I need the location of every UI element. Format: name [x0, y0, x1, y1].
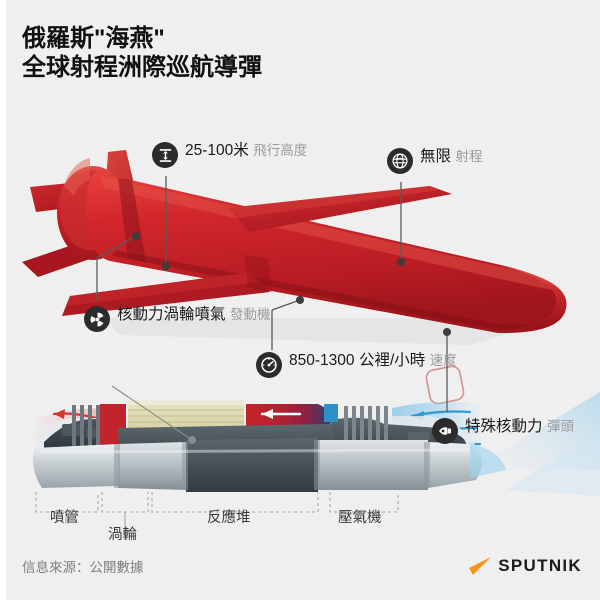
callout-engine: 核動力渦輪噴氣 發動機: [84, 306, 270, 332]
radiation-icon: [84, 306, 110, 332]
part-label-nozzle: 噴管: [50, 510, 79, 526]
title-line-1: 俄羅斯"海燕": [22, 25, 165, 52]
sputnik-arrow-icon: [469, 557, 492, 575]
speedometer-icon: [256, 352, 282, 378]
callout-text: 特殊核動力 彈頭: [465, 418, 574, 436]
callout-value: 核動力渦輪噴氣: [117, 306, 226, 323]
sputnik-wordmark: SPUTNIK: [498, 556, 582, 575]
callout-text: 無限 射程: [420, 148, 482, 166]
altitude-icon: [152, 142, 178, 168]
callout-range: 無限 射程: [387, 148, 482, 174]
callout-speed: 850-1300 公裡/小時 速度: [256, 352, 457, 378]
callout-value-line2: 公裡/小時: [358, 352, 426, 369]
callout-text: 25-100米 飛行高度: [185, 142, 307, 160]
warhead-icon: [432, 418, 458, 444]
callout-warhead: 特殊核動力 彈頭: [432, 418, 574, 444]
left-edge-strip: [0, 0, 6, 600]
globe-icon: [387, 148, 413, 174]
callout-value: 25-100米: [185, 142, 249, 159]
callout-flight-altitude: 25-100米 飛行高度: [152, 142, 307, 168]
part-label-turbine: 渦輪: [108, 527, 137, 543]
callout-label: 彈頭: [546, 419, 574, 434]
callout-value: 無限: [420, 148, 452, 165]
sputnik-logo: SPUTNIK: [467, 556, 582, 576]
callout-label: 射程: [455, 149, 483, 164]
callout-value: 特殊核動力: [465, 418, 543, 435]
callout-label: 速度: [429, 353, 457, 368]
callout-text: 850-1300 公裡/小時 速度: [289, 352, 457, 370]
callout-label: 發動機: [229, 307, 271, 322]
page-title: 俄羅斯"海燕" 全球射程洲際巡航導彈: [22, 24, 562, 82]
callout-value-line1: 850-1300: [289, 352, 355, 369]
part-label-reactor: 反應堆: [207, 510, 251, 526]
source-note: 信息來源：公開數據: [22, 560, 144, 575]
title-line-2: 全球射程洲際巡航導彈: [22, 54, 262, 81]
callout-text: 核動力渦輪噴氣 發動機: [117, 306, 270, 324]
part-label-compressor: 壓氣機: [338, 510, 382, 526]
callout-label: 飛行高度: [253, 143, 308, 158]
